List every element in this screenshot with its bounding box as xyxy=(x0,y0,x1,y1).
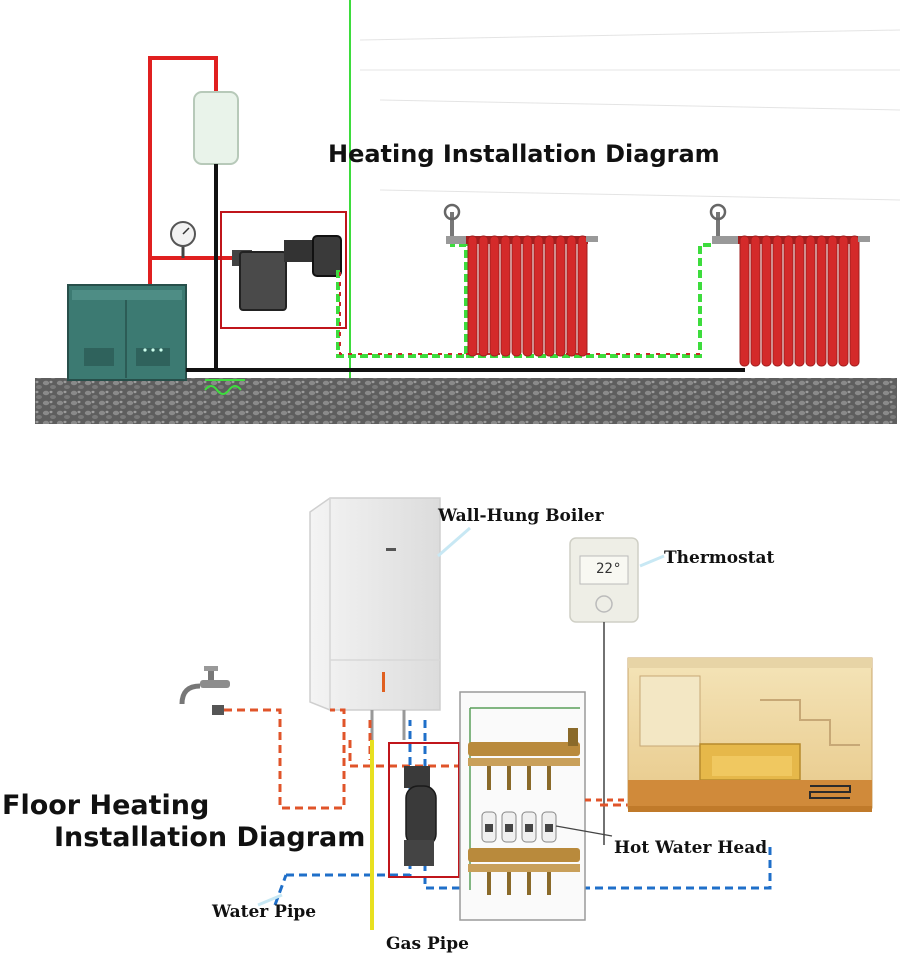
room-illustration xyxy=(627,657,873,812)
pressure-gauge xyxy=(170,221,196,258)
hot-supply-pipe xyxy=(148,56,232,290)
thermostat-device xyxy=(569,537,639,845)
top-diagram-title: Heating Installation Diagram xyxy=(328,140,720,168)
top-heating-diagram xyxy=(35,0,901,424)
faucet-icon xyxy=(179,666,230,715)
return-pipe-dashed xyxy=(336,243,715,358)
circulation-pump xyxy=(232,235,342,311)
floor-pump-highlight-box xyxy=(388,742,460,878)
thermostat-label: Thermostat xyxy=(664,548,775,568)
hot-water-head-label: Hot Water Head xyxy=(614,838,768,858)
background-sketch xyxy=(359,29,901,201)
wall-hung-boiler xyxy=(309,497,441,740)
gravel-floor xyxy=(35,378,897,424)
expansion-tank xyxy=(193,91,239,370)
boiler-unit xyxy=(67,284,187,381)
thermostat-display: 22° xyxy=(596,561,622,577)
radiator-valve-1 xyxy=(443,203,466,244)
water-pipe-label: Water Pipe xyxy=(212,902,317,922)
pump-highlight-box xyxy=(220,211,347,329)
manifold-panel xyxy=(459,691,586,921)
water-pipe-pointer xyxy=(257,893,283,907)
boiler-label-pointer xyxy=(437,526,471,558)
radiator-valve-2 xyxy=(709,203,738,244)
return-pipe-red-dash xyxy=(339,272,700,355)
bottom-floor-heating-diagram xyxy=(179,497,873,930)
boiler-label: Wall-Hung Boiler xyxy=(438,506,604,526)
floor-heating-title-line2: Installation Diagram xyxy=(54,822,366,853)
floor-drain-sketch xyxy=(204,379,245,395)
gas-pipe-label: Gas Pipe xyxy=(386,934,469,954)
floor-heating-title-line1: Floor Heating xyxy=(2,790,210,821)
floor-pump xyxy=(404,766,437,866)
radiator-2 xyxy=(738,235,870,367)
radiator-1 xyxy=(466,235,598,357)
hot-water-head-pointer xyxy=(555,825,613,837)
thermostat-label-pointer xyxy=(639,554,665,568)
